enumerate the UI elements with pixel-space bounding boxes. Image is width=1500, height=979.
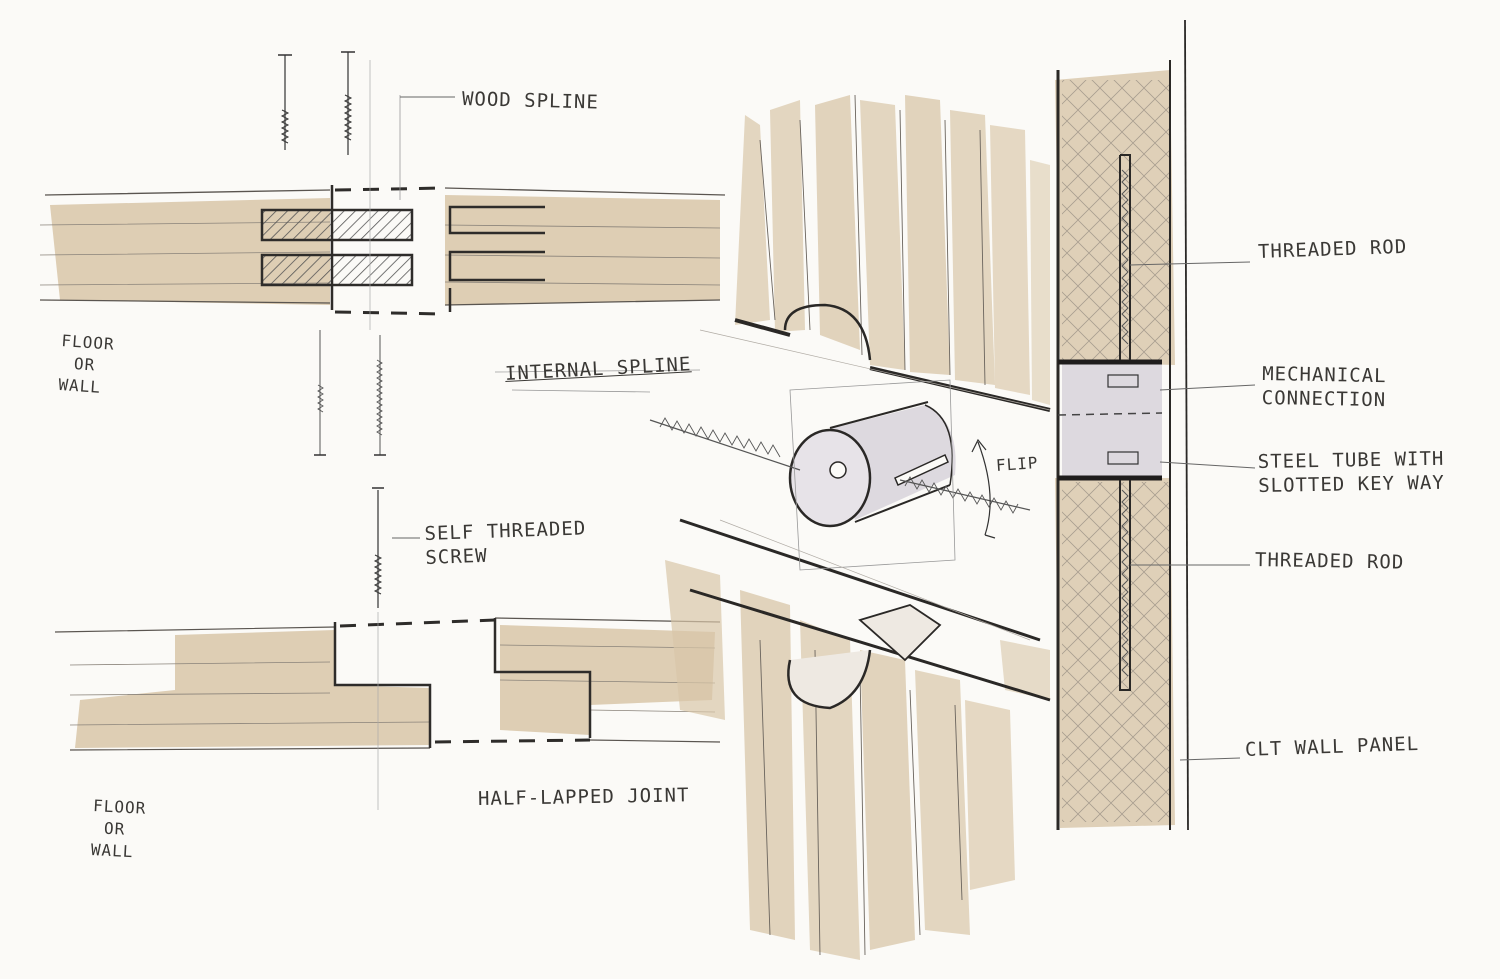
label-half-lapped-joint: HALF-LAPPED JOINT [477,784,690,810]
label-wall-top: WALL [57,374,102,397]
label-threaded-rod-bottom: THREADED ROD [1254,549,1405,574]
label-mechanical: MECHANICAL [1262,363,1387,388]
internal-spline-perspective [649,94,1051,960]
label-flip: FLIP [995,453,1040,475]
label-wall-bottom: WALL [90,839,134,862]
label-floor-or-wall-bottom: FLOOR OR WALL [90,795,147,864]
leader-lines [494,369,701,393]
label-self-threaded-screw: SELF THREADED SCREW [424,516,587,570]
label-floor-bottom: FLOOR [92,796,147,818]
label-floor-top: FLOOR [60,331,116,354]
label-mechanical-connection: MECHANICAL CONNECTION [1262,362,1387,412]
label-steel-tube-with: STEEL TUBE WITH [1257,447,1445,474]
label-or-bottom: OR [103,818,126,839]
label-steel-tube: STEEL TUBE WITH SLOTTED KEY WAY [1258,447,1445,498]
label-slotted-key-way: SLOTTED KEY WAY [1258,471,1445,497]
clt-wall-panel-section [1055,19,1256,831]
label-connection: CONNECTION [1261,386,1387,412]
half-lap-joint-detail [54,487,721,810]
label-floor-or-wall-top: FLOOR OR WALL [58,330,116,400]
label-wood-spline: WOOD SPLINE [461,88,600,114]
spline-joint-detail [39,51,726,456]
